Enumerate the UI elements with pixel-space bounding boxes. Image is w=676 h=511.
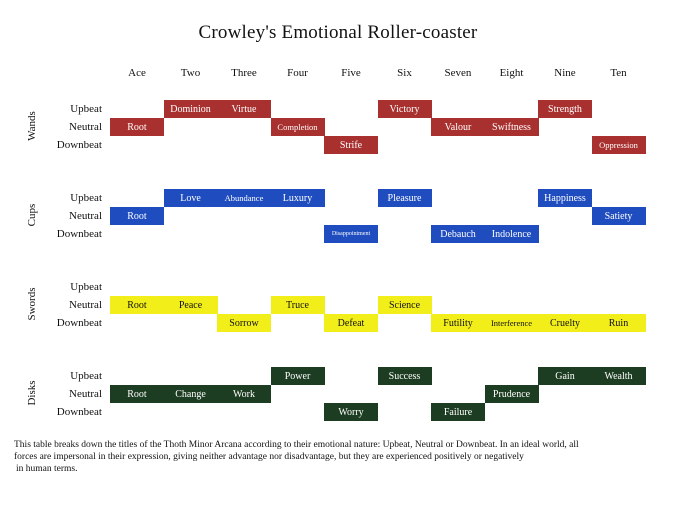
card-cell-pleasure: Pleasure [377,189,432,207]
row-label-neutral: Neutral [69,210,102,222]
card-cell-cruelty: Cruelty [538,314,592,332]
card-cell-virtue: Virtue [217,100,271,118]
card-cell-root: Root [110,207,164,225]
card-cell-work: Work [217,385,271,403]
column-header-ten: Ten [610,67,627,79]
card-cell-swiftness: Swiftness [484,118,539,136]
row-label-downbeat: Downbeat [56,228,102,240]
row-label-upbeat: Upbeat [70,370,102,382]
row-label-neutral: Neutral [69,299,102,311]
card-cell-success: Success [377,367,432,385]
column-header-two: Two [180,67,201,79]
card-cell-luxury: Luxury [270,189,325,207]
card-cell-wealth: Wealth [591,367,646,385]
card-cell-strength: Strength [538,100,592,118]
suit-label-cups: Cups [26,203,38,227]
suit-label-swords: Swords [26,287,38,321]
card-cell-truce: Truce [270,296,325,314]
card-cell-strife: Strife [324,136,378,154]
card-cell-indolence: Indolence [484,225,539,243]
footnote-line: forces are impersonal in their expressio… [14,452,524,463]
card-cell-failure: Failure [431,403,485,421]
row-label-downbeat: Downbeat [56,139,102,151]
chart-title: Crowley's Emotional Roller-coaster [198,22,478,43]
suit-label-disks: Disks [26,380,38,406]
card-cell-disappointment: Disappointment [324,225,378,243]
card-cell-root: Root [110,118,164,136]
row-label-upbeat: Upbeat [70,281,102,293]
card-cell-abundance: Abundance [217,189,271,207]
column-header-three: Three [231,67,257,79]
card-cell-valour: Valour [431,118,485,136]
card-cell-ruin: Ruin [591,314,646,332]
column-header-ace: Ace [128,67,146,79]
card-cell-debauch: Debauch [431,225,485,243]
column-header-six: Six [397,67,412,79]
card-cell-satiety: Satiety [591,207,646,225]
card-cell-worry: Worry [324,403,378,421]
card-cell-science: Science [377,296,432,314]
suit-label-wands: Wands [26,111,38,141]
row-label-upbeat: Upbeat [70,103,102,115]
footnote-line: in human terms. [16,464,78,475]
column-header-nine: Nine [554,67,576,79]
card-cell-root: Root [110,296,164,314]
card-cell-victory: Victory [377,100,432,118]
row-label-upbeat: Upbeat [70,192,102,204]
column-header-eight: Eight [499,67,524,79]
column-header-four: Four [287,67,308,79]
row-label-downbeat: Downbeat [56,317,102,329]
card-cell-root: Root [110,385,164,403]
card-cell-change: Change [163,385,218,403]
card-cell-sorrow: Sorrow [217,314,271,332]
footnote: This table breaks down the titles of the… [14,439,662,476]
card-cell-peace: Peace [163,296,218,314]
row-label-neutral: Neutral [69,388,102,400]
card-cell-defeat: Defeat [324,314,378,332]
card-cell-interference: Interference [484,314,539,332]
row-label-neutral: Neutral [69,121,102,133]
card-cell-futility: Futility [431,314,485,332]
card-cell-dominion: Dominion [163,100,218,118]
column-header-five: Five [341,67,361,79]
card-cell-gain: Gain [538,367,592,385]
card-cell-completion: Completion [270,118,325,136]
card-cell-power: Power [270,367,325,385]
column-header-seven: Seven [444,67,472,79]
card-cell-love: Love [163,189,218,207]
row-label-downbeat: Downbeat [56,406,102,418]
footnote-line: This table breaks down the titles of the… [14,440,579,450]
card-cell-happiness: Happiness [538,189,592,207]
card-cell-oppression: Oppression [591,136,646,154]
card-cell-prudence: Prudence [484,385,539,403]
